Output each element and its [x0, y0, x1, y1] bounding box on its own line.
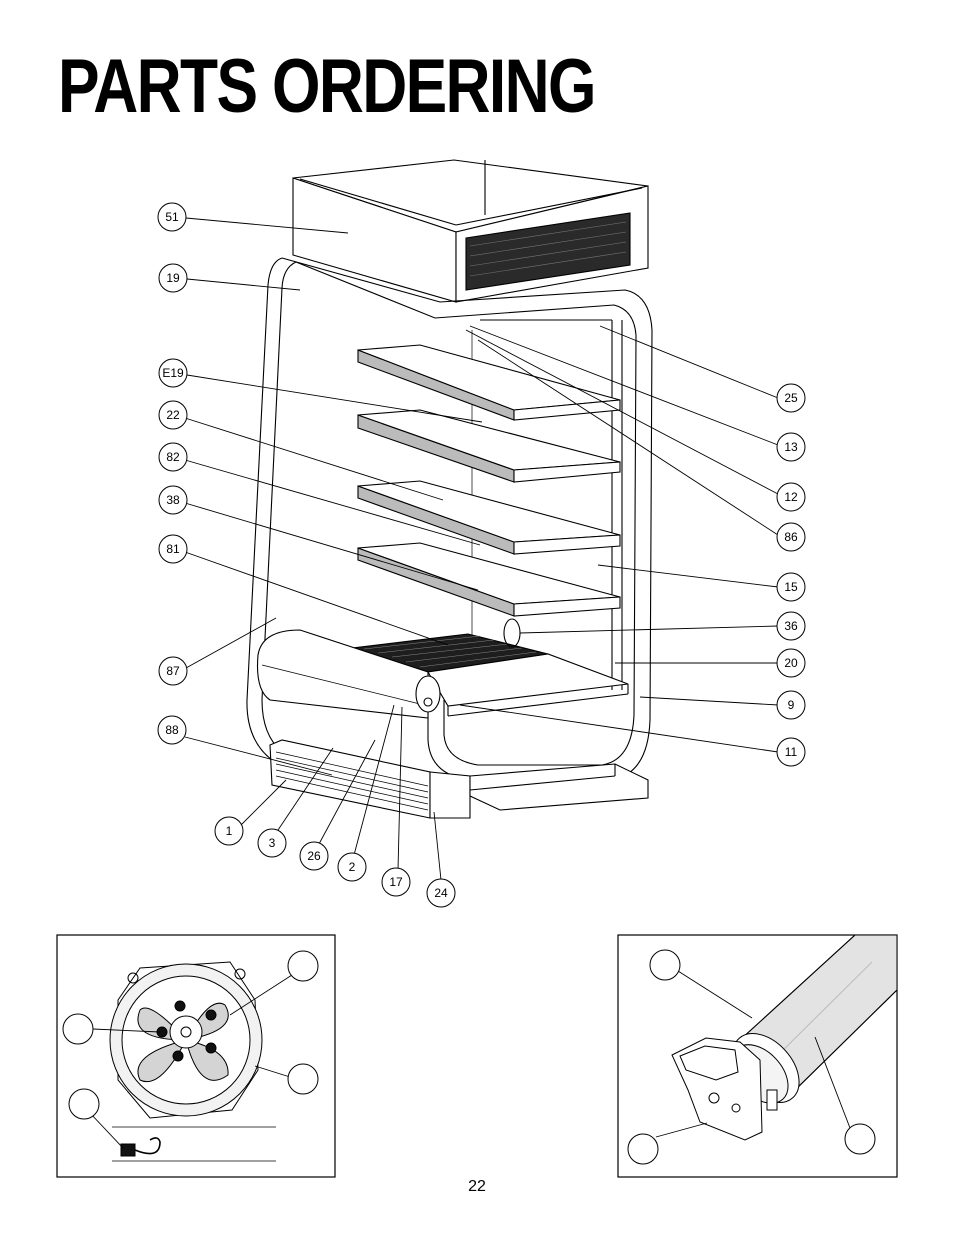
svg-text:15: 15 — [784, 580, 798, 594]
fluorescent-lamp-holder-icon — [671, 934, 898, 1141]
svg-text:88: 88 — [165, 723, 179, 737]
callout-26: 26 — [299, 841, 329, 871]
svg-text:13: 13 — [784, 440, 798, 454]
page-title: PARTS ORDERING — [58, 44, 596, 129]
lamp-callout-c — [627, 1133, 659, 1165]
callout-51: 51 — [157, 202, 187, 232]
fan-callout-d — [68, 1088, 100, 1120]
callout-bubbles: 51 19 E19 22 82 38 81 87 88 25 13 12 86 … — [157, 202, 806, 908]
fan-callout-a — [62, 1013, 94, 1045]
svg-text:E19: E19 — [162, 366, 184, 380]
svg-text:1: 1 — [226, 824, 233, 838]
callout-15: 15 — [776, 572, 806, 602]
callout-25: 25 — [776, 383, 806, 413]
shelf-stack — [357, 344, 621, 617]
fan-detail-bubbles — [62, 950, 319, 1120]
svg-text:26: 26 — [307, 849, 321, 863]
svg-text:22: 22 — [166, 408, 180, 422]
lamp-detail-bubbles — [627, 949, 876, 1165]
callout-88: 88 — [157, 715, 187, 745]
svg-text:11: 11 — [785, 745, 798, 759]
svg-text:38: 38 — [166, 493, 180, 507]
callout-24: 24 — [426, 878, 456, 908]
evaporator-fan-assembly-icon — [109, 961, 276, 1162]
svg-text:36: 36 — [784, 619, 798, 633]
svg-text:9: 9 — [788, 698, 795, 712]
svg-text:82: 82 — [166, 450, 180, 464]
callout-17: 17 — [381, 867, 411, 897]
condensing-unit-icon — [292, 159, 649, 303]
page-number: 22 — [468, 1178, 486, 1195]
callout-11: 11 — [776, 737, 806, 767]
svg-text:87: 87 — [166, 664, 180, 678]
leader-lines — [184, 217, 779, 881]
display-case-drawing — [246, 159, 653, 819]
callout-2: 2 — [337, 852, 367, 882]
svg-text:17: 17 — [389, 875, 403, 889]
callout-81: 81 — [158, 534, 188, 564]
callout-12: 12 — [776, 482, 806, 512]
callout-22: 22 — [158, 400, 188, 430]
svg-text:3: 3 — [269, 836, 276, 850]
callout-3: 3 — [257, 828, 287, 858]
callout-E19: E19 — [158, 358, 188, 388]
callout-82: 82 — [158, 442, 188, 472]
svg-text:2: 2 — [349, 860, 356, 874]
callout-13: 13 — [776, 432, 806, 462]
fan-detail-leaders — [89, 974, 293, 1149]
svg-text:25: 25 — [784, 391, 798, 405]
callout-86: 86 — [776, 522, 806, 552]
callout-20: 20 — [776, 648, 806, 678]
callout-1: 1 — [214, 816, 244, 846]
fan-callout-c — [287, 1063, 319, 1095]
callout-38: 38 — [158, 485, 188, 515]
svg-text:24: 24 — [434, 886, 448, 900]
lamp-callout-b — [844, 1123, 876, 1155]
svg-text:12: 12 — [784, 490, 798, 504]
detail-box-fan — [56, 934, 336, 1178]
detail-box-lamp — [617, 934, 898, 1178]
svg-text:51: 51 — [165, 210, 179, 224]
fan-callout-b — [287, 950, 319, 982]
lamp-callout-a — [649, 949, 681, 981]
callout-87: 87 — [158, 656, 188, 686]
svg-text:81: 81 — [166, 542, 180, 556]
svg-text:86: 86 — [784, 530, 798, 544]
svg-text:19: 19 — [166, 271, 180, 285]
svg-text:20: 20 — [784, 656, 798, 670]
callout-36: 36 — [776, 611, 806, 641]
callout-19: 19 — [158, 263, 188, 293]
lamp-detail-leaders — [655, 970, 851, 1138]
callout-9: 9 — [776, 690, 806, 720]
